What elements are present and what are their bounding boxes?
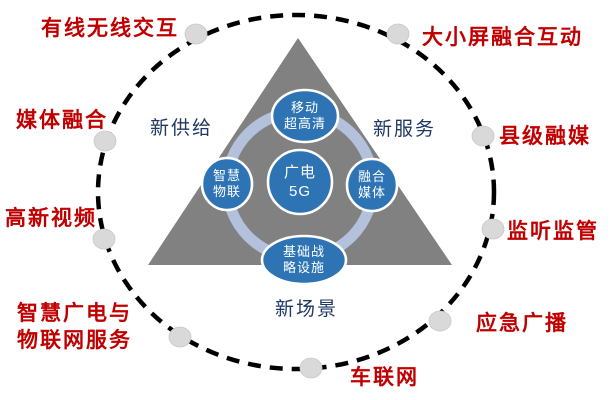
- inner-label-new-supply: 新供给: [150, 118, 214, 139]
- dot-left-lower: [92, 228, 116, 250]
- dashed-circle: [95, 12, 497, 372]
- dot-bottom-left: [168, 326, 192, 348]
- node-broadcast-5g-line2: 5G: [288, 183, 311, 200]
- node-broadcast-5g-shape: [266, 148, 334, 216]
- dot-left-upper: [93, 130, 117, 152]
- node-smart-iot-label: 智慧 物联: [187, 168, 267, 200]
- circle-dots: [92, 23, 505, 379]
- outer-label-wired-wireless: 有线无线交互: [41, 17, 179, 40]
- outer-label-monitoring: 监听监管: [507, 220, 599, 243]
- outer-label-big-small-screen: 大小屏融合互动: [422, 26, 583, 49]
- node-converged-media-line2: 媒体: [357, 185, 386, 200]
- dot-right-upper: [471, 125, 495, 147]
- outer-label-high-tech-video: 高新视频: [5, 207, 97, 230]
- dot-bottom-right: [428, 310, 452, 332]
- outer-label-smart-broadcast-iot: 智慧广电与 物联网服务: [17, 300, 132, 354]
- dot-bottom: [299, 357, 323, 379]
- dot-top-left: [184, 23, 208, 45]
- node-mobile-uhd-shape: [270, 88, 340, 144]
- node-infrastructure-label: 基础战 略设施: [259, 244, 349, 276]
- outer-label-county-media: 县级融媒: [499, 125, 591, 148]
- node-mobile-uhd-line2: 超高清: [283, 116, 326, 131]
- inner-label-new-scene: 新场景: [275, 299, 339, 320]
- node-mobile-uhd-line1: 移动: [290, 100, 319, 115]
- outer-label-emergency-broadcast: 应急广播: [476, 312, 568, 335]
- outer-label-media-convergence: 媒体融合: [16, 109, 108, 132]
- dot-right-lower: [481, 218, 505, 240]
- outer-label-smart-broadcast-iot-line1: 智慧广电与: [17, 302, 132, 325]
- node-converged-media-label: 融合 媒体: [332, 169, 412, 201]
- node-broadcast-5g-label: 广电 5G: [260, 163, 340, 201]
- node-smart-iot-line1: 智慧: [212, 168, 241, 183]
- node-infrastructure-line1: 基础战: [282, 244, 325, 259]
- inner-label-new-service: 新服务: [373, 119, 437, 140]
- node-converged-media-line1: 融合: [357, 169, 386, 184]
- node-smart-iot-line2: 物联: [212, 184, 241, 199]
- node-converged-media-shape: [345, 157, 399, 213]
- node-mobile-uhd-label: 移动 超高清: [265, 100, 345, 132]
- node-infrastructure-shape: [260, 234, 348, 286]
- outer-label-smart-broadcast-iot-line2: 物联网服务: [17, 329, 132, 352]
- node-smart-iot-shape: [200, 156, 254, 212]
- node-infrastructure-line2: 略设施: [282, 260, 325, 275]
- outer-label-iov: 车联网: [350, 366, 419, 389]
- dot-top-right: [386, 23, 410, 45]
- node-broadcast-5g-line1: 广电: [283, 164, 316, 181]
